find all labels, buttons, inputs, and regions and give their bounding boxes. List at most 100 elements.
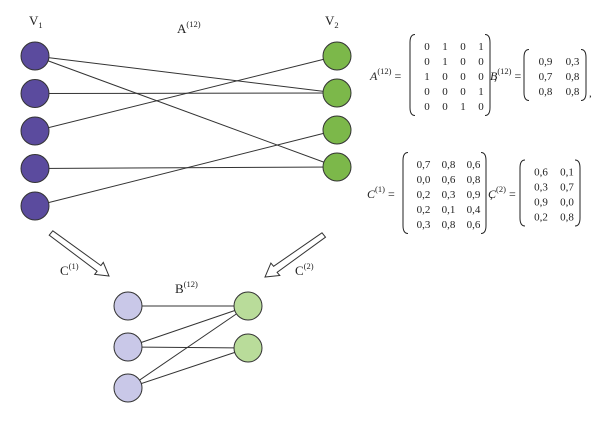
matrix-separator: , [494,69,497,83]
matrix-cell: 0,8 [442,219,456,231]
c2-label: C(2) [295,261,314,278]
matrix-cell: 0 [478,71,484,83]
top-edge [34,129,338,207]
matrix-bracket [574,159,581,227]
a12-label: A(12) [177,19,201,36]
matrix-cell: 0,7 [417,159,431,171]
v2-node [322,152,352,182]
bottom-right-node [233,333,263,363]
matrix-cell: 1 [478,86,484,98]
top-edge [34,55,338,168]
matrix-cell: 0 [460,56,466,68]
bottom-left-node [113,332,143,362]
bottom-edge [127,305,249,389]
matrix-cell: 0,9 [539,56,553,68]
v2-node-set [322,41,352,182]
matrix-bracket [409,34,416,116]
bottom-edge [127,347,249,389]
matrix-bracket [480,152,487,234]
matrix-trailing-comma: , [589,88,592,100]
matrix-cell: 0,7 [539,71,553,83]
v2-node [322,115,352,145]
matrix-cell: 1 [442,41,448,53]
v1-node-set [20,41,50,221]
matrix-cell: 0 [442,71,448,83]
matrix-cell: 0,2 [417,189,431,201]
matrix-cell: 0,4 [467,204,481,216]
matrix-bracket [402,152,409,234]
v2-node [322,78,352,108]
bottom-right-node-set [233,291,263,363]
matrix-cell: 0,8 [539,86,553,98]
bottom-left-node-set [113,291,143,403]
matrix-cell: 0,7 [560,182,574,194]
bottom-left-node [113,373,143,403]
matrix-cell: 0,8 [442,159,456,171]
v1-node [20,191,50,221]
v1-node [20,116,50,146]
b12-label: B(12) [175,279,198,296]
v1-label: V1 [29,13,43,30]
matrix-cell: 0 [478,56,484,68]
bottom-edge [127,305,249,348]
matrix-cell: 0 [460,86,466,98]
matrix-cell: 0 [460,71,466,83]
bottom-right-node [233,291,263,321]
matrix-cell: 1 [424,71,430,83]
matrix-cell: 0,3 [417,219,431,231]
matrix-bracket [519,159,526,227]
bottom-graph-edges [127,305,249,389]
top-graph-edges [34,55,338,207]
matrix-cell: 0,6 [442,174,456,186]
matrix-cell: 1 [460,101,466,113]
matrix-name: A(12) = [369,66,402,83]
matrix-name: B(12) = [490,66,522,83]
matrix-cell: 0 [424,86,430,98]
v2-label: V2 [325,13,339,30]
matrix-cell: 0,6 [534,167,548,179]
matrix-cell: 0,8 [467,174,481,186]
c1-arrow [48,230,110,277]
matrix-name: C(2) = [488,184,516,201]
v2-node [322,41,352,71]
matrix-cell: 0 [442,101,448,113]
matrix-cell: 0,6 [467,219,481,231]
matrix-cell: 0,3 [534,182,548,194]
v1-node [20,41,50,71]
c2-matrix: C(2) = 0,6 0,1 0,3 0,7 0,9 0,0 0,2 0,8 [488,159,581,227]
matrix-cell: 0,2 [534,212,548,224]
matrix-cell: 0,3 [442,189,456,201]
matrix-cell: 0,2 [417,204,431,216]
matrix-cell: 0,8 [560,212,574,224]
matrix-cell: 0 [424,56,430,68]
c1-label: C(1) [60,261,79,278]
matrix-cell: 0,3 [566,56,580,68]
matrix-cell: 0,9 [534,197,548,209]
matrix-cell: 0,1 [442,204,456,216]
c2-arrow [264,232,327,278]
matrix-cell: 0,1 [560,167,574,179]
matrix-cell: 0,6 [467,159,481,171]
matrix-cell: 0,0 [560,197,574,209]
matrix-cell: 0 [460,41,466,53]
matrix-bracket [484,34,491,116]
matrix-cell: 0 [424,101,430,113]
v1-node [20,154,50,183]
top-edge [34,55,338,94]
matrix-cell: 1 [478,41,484,53]
matrix-bracket [523,49,530,101]
top-edge [34,55,338,132]
bottom-left-node [113,291,143,321]
matrix-cell: 0 [478,101,484,113]
matrix-name: C(1) = [367,184,395,201]
matrix-cell: 0 [442,86,448,98]
matrix-bracket [580,49,587,101]
matrix-cell: 0,0 [417,174,431,186]
matrix-cell: 1 [442,56,448,68]
matrix-cell: 0 [424,41,430,53]
matrix-separator: , [490,187,493,201]
